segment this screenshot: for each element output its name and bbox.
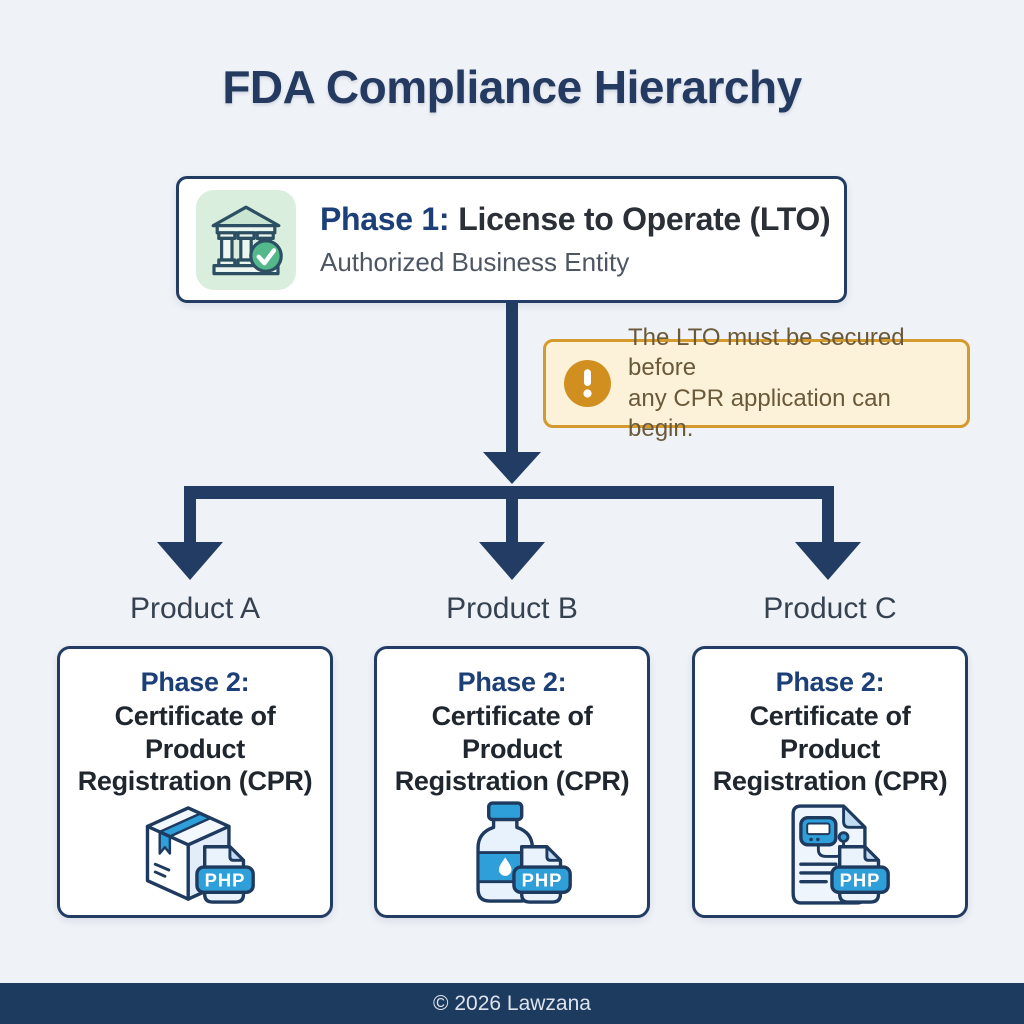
connector-stem-product-b <box>506 486 518 544</box>
medical-device-report-php-document-icon: PHP <box>766 798 894 911</box>
php-badge-label: PHP <box>205 869 246 890</box>
phase2-heading: Phase 2: Certificate of Product Registrat… <box>68 666 322 798</box>
phase2-heading-title: Certificate of Product Registration (CPR… <box>394 701 630 797</box>
check-circle-icon <box>249 238 283 273</box>
page-title: FDA Compliance Hierarchy <box>222 61 802 113</box>
product-a-label: Product A <box>129 592 261 625</box>
phase1-subtitle: Authorized Business Entity <box>320 247 630 277</box>
phase2-heading-prefix: Phase 2: <box>775 667 885 697</box>
product-b-label: Product B <box>446 592 578 625</box>
phase2-heading-title: Certificate of Product Registration (CPR… <box>712 701 948 797</box>
connector-stem-main <box>506 300 518 453</box>
connector-stem-product-c <box>822 486 834 544</box>
arrow-down-icon <box>479 542 545 580</box>
phase2-heading: Phase 2: Certificate of Product Registrat… <box>703 666 957 798</box>
phase1-text: Phase 1:License to Operate (LTO) Authori… <box>320 201 831 278</box>
bank-building-with-check-icon <box>196 189 296 290</box>
connector-stem-product-a <box>184 486 196 544</box>
phase2-card-product-c: Phase 2: Certificate of Product Registrat… <box>692 646 968 918</box>
phase2-heading-prefix: Phase 2: <box>140 667 250 697</box>
warning-note-text: The LTO must be secured before any CPR a… <box>628 323 953 445</box>
phase2-heading-title: Certificate of Product Registration (CPR… <box>77 701 313 797</box>
package-box-php-document-icon: PHP <box>131 798 259 911</box>
phase2-card-product-b: Phase 2: Certificate of Product Registrat… <box>374 646 650 918</box>
arrow-down-icon <box>483 452 541 484</box>
phase1-heading-prefix: Phase 1: <box>320 201 450 237</box>
arrow-down-icon <box>795 542 861 580</box>
footer-copyright: © 2026 Lawzana <box>433 991 591 1015</box>
php-badge-label: PHP <box>522 869 563 890</box>
product-c-label: Product C <box>763 592 897 625</box>
phase1-card: Phase 1:License to Operate (LTO) Authori… <box>176 176 847 303</box>
bank-icon <box>211 205 283 275</box>
php-badge-label: PHP <box>840 869 881 890</box>
medicine-bottle-php-document-icon: PHP <box>448 798 576 911</box>
phase2-heading-prefix: Phase 2: <box>457 667 567 697</box>
warning-text-line2: any CPR application can begin. <box>628 384 891 442</box>
phase1-heading-rest: License to Operate (LTO) <box>458 201 831 237</box>
footer-bar: © 2026 Lawzana <box>0 983 1024 1024</box>
warning-text-line1: The LTO must be secured before <box>628 323 905 382</box>
warning-note-card: The LTO must be secured before any CPR a… <box>543 324 970 442</box>
arrow-down-icon <box>157 542 223 580</box>
phase2-card-product-a: Phase 2: Certificate of Product Registrat… <box>57 646 333 918</box>
phase1-heading: Phase 1:License to Operate (LTO) <box>320 201 831 238</box>
exclamation-circle-icon <box>564 360 611 407</box>
phase2-heading: Phase 2: Certificate of Product Registrat… <box>385 666 639 798</box>
